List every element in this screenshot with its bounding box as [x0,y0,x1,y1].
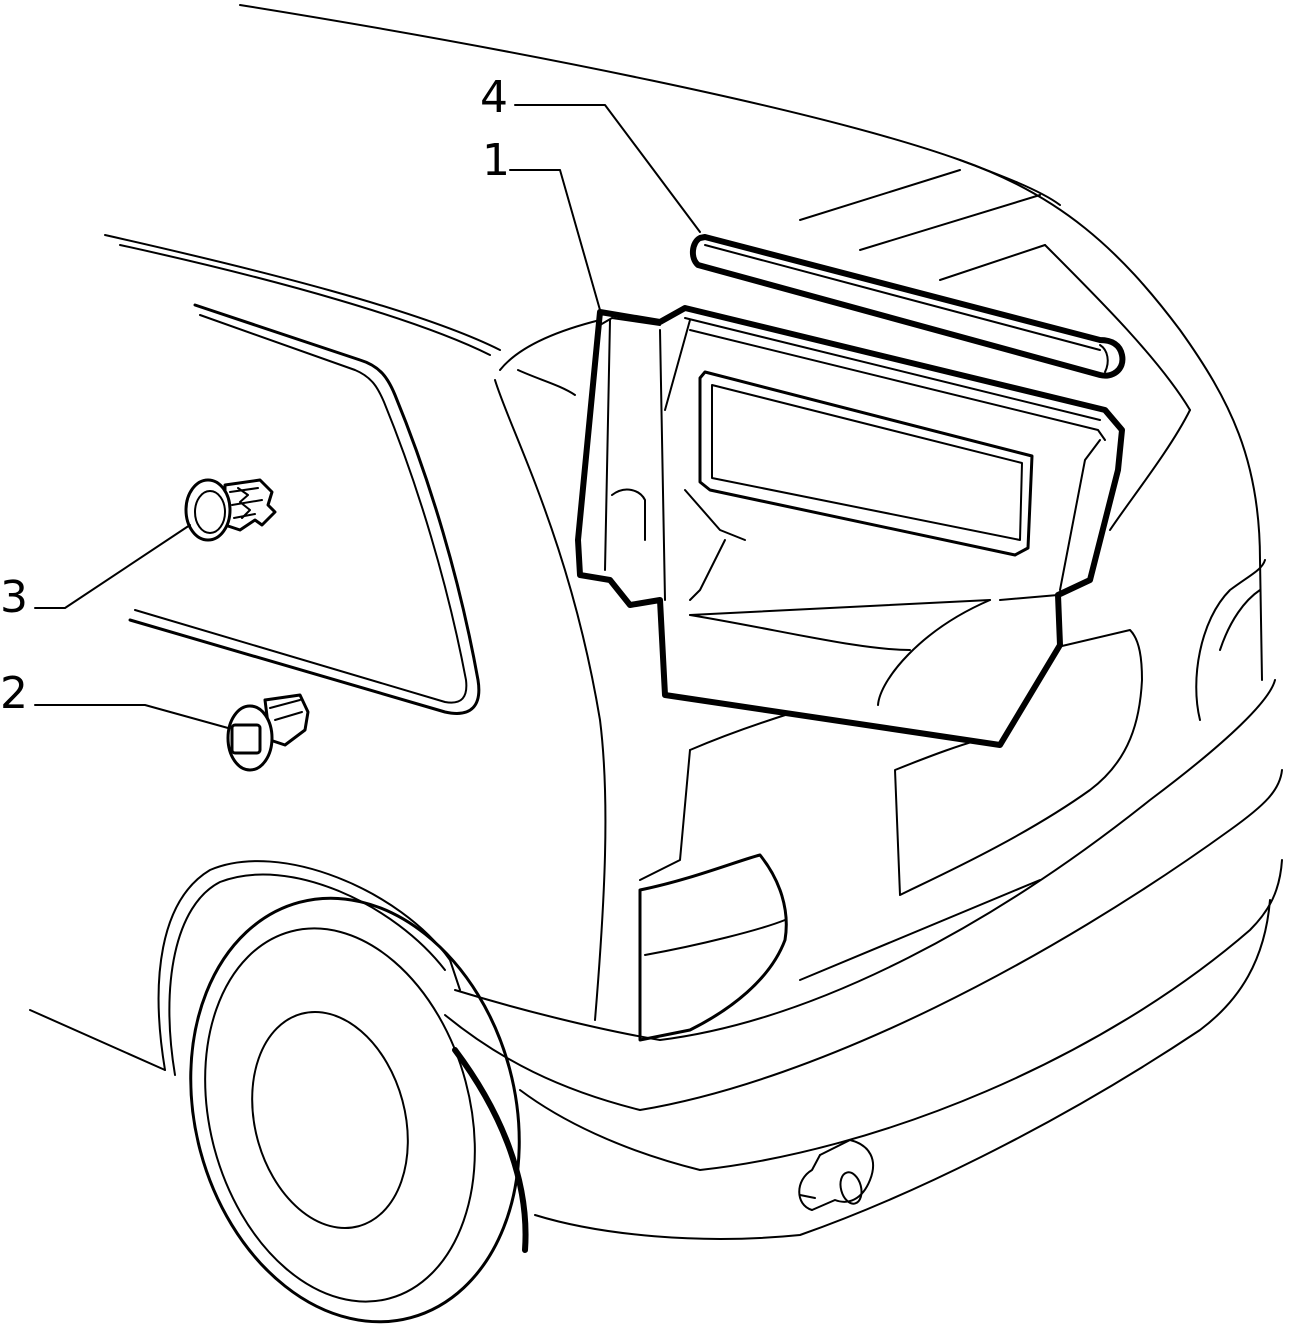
callout-3: 3 [0,572,28,623]
leader-line-3 [34,524,191,609]
leader-line-1 [509,169,601,311]
callout-labels: 4 1 3 2 [0,72,510,719]
leader-line-4 [514,104,701,233]
part-3-push-clip [184,478,277,542]
callout-2: 2 [0,668,28,719]
rear-wheel [157,860,529,1324]
part-4-strip [690,234,1126,379]
car-body [29,4,1283,1240]
part-1-trim-panel [575,305,1125,748]
leader-line-2 [34,704,229,729]
leader-lines [34,104,701,729]
callout-1: 1 [482,135,510,186]
part-2-retainer [226,693,310,772]
callout-4: 4 [480,72,508,123]
